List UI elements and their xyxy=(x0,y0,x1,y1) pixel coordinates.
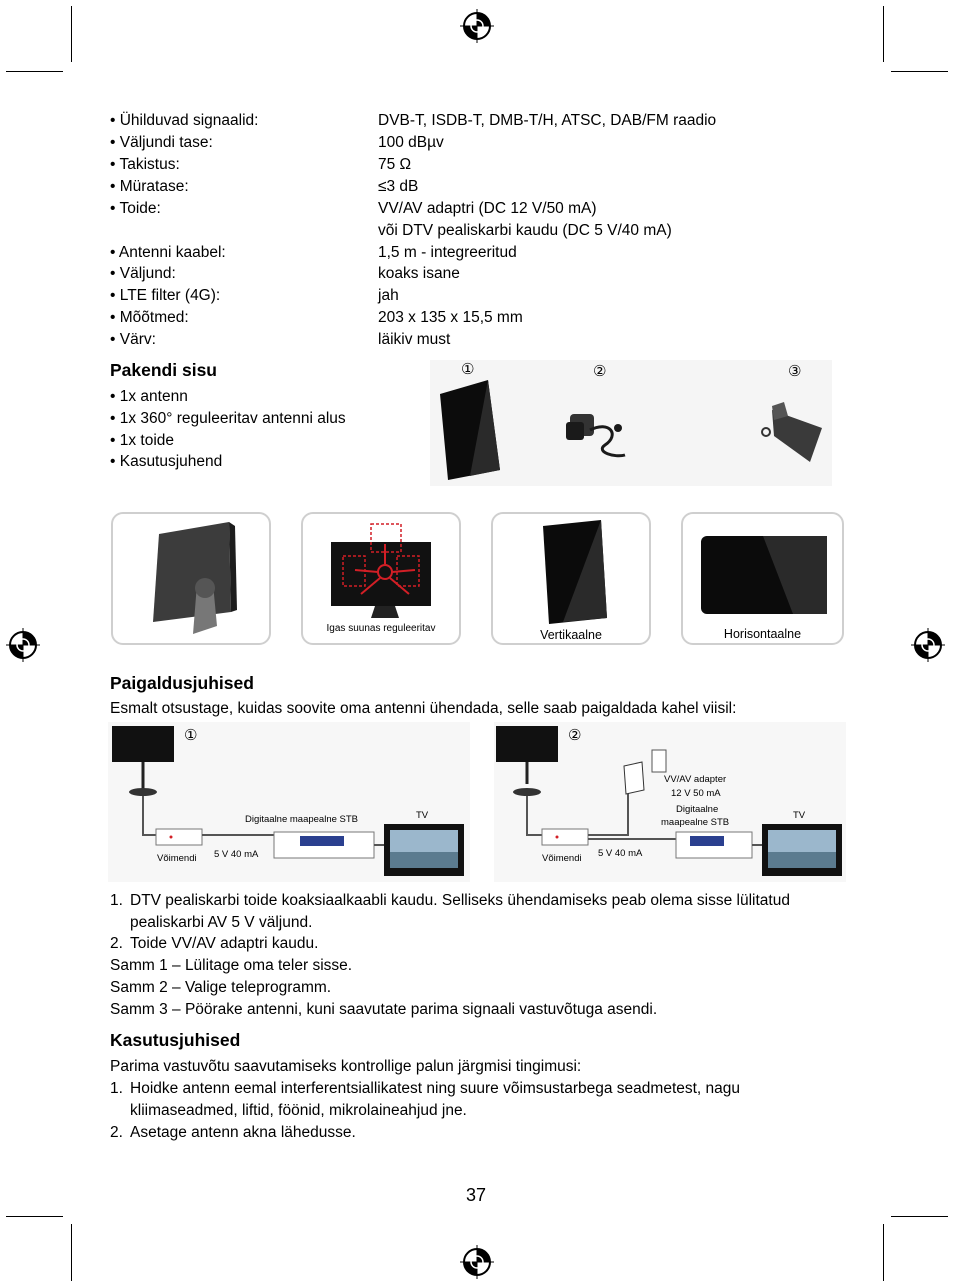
step-1-text: DTV pealiskarbi toide koaksiaalkaabli ka… xyxy=(130,892,790,909)
marker-2: ② xyxy=(593,363,607,380)
package-image: ① ② ③ xyxy=(430,360,832,486)
usage-item-2-number: 2. xyxy=(110,1124,123,1141)
usage-item-1-number: 1. xyxy=(110,1080,123,1097)
installation-intro: Esmalt otsustage, kuidas soovite oma ant… xyxy=(110,700,737,717)
diagram-option-1: ① Digitaalne maapealne STB TV Võimendi 5… xyxy=(108,722,470,882)
package-item: • 1x 360° reguleeritav antenni alus xyxy=(110,410,346,427)
usage-item-1-text: Hoidke antenn eemal interferentsiallikat… xyxy=(130,1080,741,1097)
step-2-number: 2. xyxy=(110,935,123,952)
samm-1: Samm 1 – Lülitage oma teler sisse. xyxy=(110,957,353,974)
adapter-label: VV/AV adapter xyxy=(664,774,727,785)
adapter-spec-label: 12 V 50 mA xyxy=(671,788,721,799)
step-1-text-cont: pealiskarbi AV 5 V väljund. xyxy=(130,914,313,931)
step-1-number: 1. xyxy=(110,892,123,909)
amp-label: Võimendi xyxy=(157,853,197,864)
usage-intro: Parima vastuvõtu saavutamiseks kontrolli… xyxy=(110,1058,582,1075)
antenna-bracket-icon xyxy=(761,402,822,462)
rotation-diagram-icon xyxy=(331,523,431,618)
crop-mark xyxy=(883,1224,884,1281)
samm-2: Samm 2 – Valige teleprogramm. xyxy=(110,979,332,996)
caption-vertical: Vertikaalne xyxy=(540,628,602,642)
samm-3: Samm 3 – Pöörake antenni, kuni saavutate… xyxy=(110,1001,658,1018)
connection-diagram-icon xyxy=(112,726,464,876)
installation-title: Paigaldusjuhised xyxy=(110,673,254,693)
crop-mark xyxy=(71,1224,72,1281)
tv-label: TV xyxy=(793,810,806,821)
registration-mark-icon xyxy=(460,9,494,43)
connection-diagram-icon xyxy=(496,726,842,876)
crop-mark xyxy=(891,71,948,72)
photo-adjustable: Igas suunas reguleeritav xyxy=(301,512,461,645)
registration-mark-icon xyxy=(6,628,40,662)
registration-mark-icon xyxy=(911,628,945,662)
package-title: Pakendi sisu xyxy=(110,360,217,380)
usage-title: Kasutusjuhised xyxy=(110,1030,241,1050)
caption-horizontal: Horisontaalne xyxy=(723,627,802,641)
registration-mark-icon xyxy=(460,1245,494,1279)
page-number: 37 xyxy=(466,1185,487,1205)
step-2-text: Toide VV/AV adaptri kaudu. xyxy=(130,935,319,952)
package-item: • 1x antenn xyxy=(110,388,188,405)
crop-mark xyxy=(71,6,72,62)
photo-stand-back xyxy=(111,512,271,645)
photo-vertical: Vertikaalne xyxy=(491,512,651,645)
antenna-stand-icon xyxy=(153,522,237,634)
package-item: • 1x toide xyxy=(110,432,175,449)
stb-label: Digitaalne maapealne STB xyxy=(245,814,359,825)
caption-adjustable: Igas suunas reguleeritav xyxy=(326,623,436,634)
marker-1: ① xyxy=(461,361,475,378)
diagram-marker-2: ② xyxy=(568,727,582,744)
photo-horizontal: Horisontaalne xyxy=(681,512,844,645)
marker-3: ③ xyxy=(788,363,802,380)
package-item: • Kasutusjuhend xyxy=(110,453,223,470)
antenna-icon xyxy=(440,380,500,480)
stb-label: maapealne STB xyxy=(661,817,730,828)
power-label: 5 V 40 mA xyxy=(598,848,643,859)
tv-label: TV xyxy=(416,810,429,821)
power-adapter-icon xyxy=(566,414,626,458)
antenna-horizontal-icon xyxy=(701,536,827,614)
amp-label: Võimendi xyxy=(542,853,582,864)
crop-mark xyxy=(891,1216,948,1217)
crop-mark xyxy=(6,1216,63,1217)
usage-item-1-text-cont: kliimaseadmed, liftid, föönid, mikrolain… xyxy=(130,1102,467,1119)
antenna-vertical-icon xyxy=(543,520,607,624)
crop-mark xyxy=(883,6,884,62)
usage-item-2-text: Asetage antenn akna lähedusse. xyxy=(130,1124,356,1141)
power-label: 5 V 40 mA xyxy=(214,849,259,860)
crop-mark xyxy=(6,71,63,72)
diagram-marker-1: ① xyxy=(184,727,198,744)
stb-label: Digitaalne xyxy=(676,804,719,815)
diagram-option-2: ② VV/AV adapter 12 V 50 mA Digitaalne ma… xyxy=(494,722,846,882)
